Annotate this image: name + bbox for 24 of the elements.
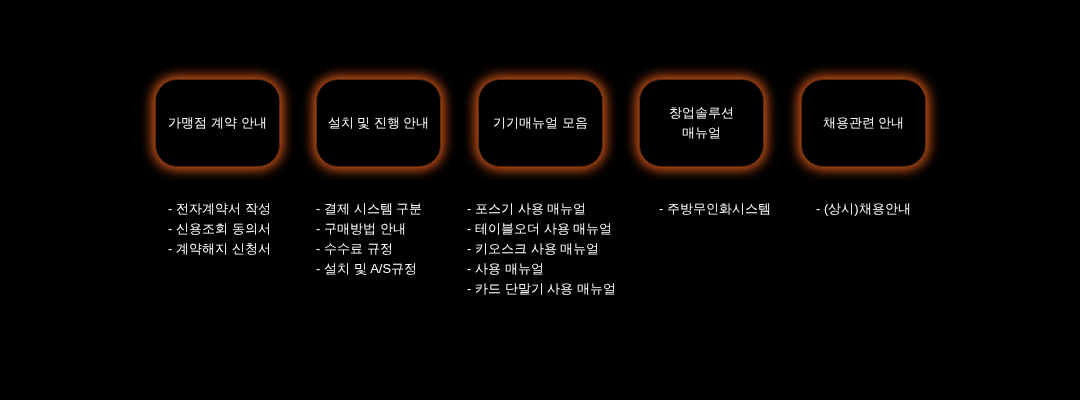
card-title: 창업솔루션 매뉴얼	[668, 104, 735, 142]
list-item: - 키오스크 사용 매뉴얼	[467, 240, 601, 258]
card-title: 가맹점 계약 안내	[168, 114, 267, 132]
menu-card	[155, 79, 280, 167]
list-item: - 주방무인화시스템	[659, 200, 771, 218]
list-item: - 테이블오더 사용 매뉴얼	[467, 220, 614, 238]
list-item: - 전자계약서 작성	[168, 200, 271, 218]
menu-card	[801, 79, 926, 167]
list-item: - 포스기 사용 매뉴얼	[467, 200, 588, 218]
list-item: - 구매방법 안내	[316, 220, 407, 238]
card-title: 기기매뉴얼 모음	[493, 114, 588, 132]
list-item: - 카드 단말기 사용 매뉴얼	[467, 280, 616, 298]
list-item: - 결제 시스템 구분	[316, 200, 423, 218]
list-item: - 신용조회 동의서	[168, 220, 271, 238]
card-title: 설치 및 진행 안내	[327, 114, 430, 132]
list-item: - 수수료 규정	[316, 240, 394, 258]
menu-card	[316, 79, 441, 167]
card-title: 채용관련 안내	[822, 114, 905, 132]
menu-card	[478, 79, 603, 167]
list-item: - 설치 및 A/S규정	[316, 260, 419, 278]
list-item: - (상시)채용안내	[816, 200, 911, 218]
list-item: - 사용 매뉴얼	[467, 260, 545, 278]
menu-card	[639, 79, 764, 167]
list-item: - 계약해지 신청서	[168, 240, 271, 258]
